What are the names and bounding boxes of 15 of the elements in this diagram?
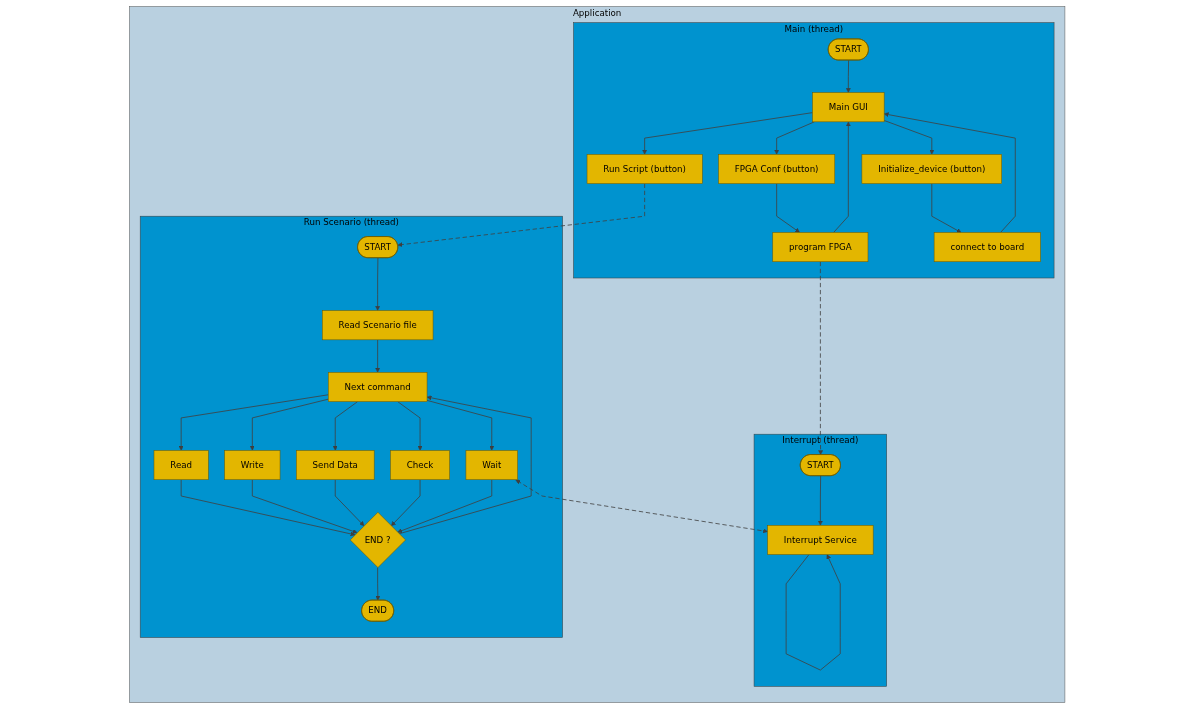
node-box: Send Data <box>295 450 375 480</box>
node-box: FPGA Conf (button) <box>718 154 835 184</box>
node-box: Check <box>390 450 450 480</box>
node-box: Initialize_device (button) <box>861 154 1002 184</box>
node-box: Main GUI <box>812 92 885 123</box>
node-box: Next command <box>327 372 428 402</box>
node-box: Run Script (button) <box>586 154 703 184</box>
node-box: Read Scenario file <box>321 310 434 341</box>
node-box: Interrupt Service <box>767 525 874 555</box>
node-box: Write <box>224 450 281 480</box>
node-box: program FPGA <box>772 232 869 262</box>
node-diamond: END ? <box>349 512 406 568</box>
node-box: Read <box>153 450 209 480</box>
node-box: connect to board <box>933 232 1041 262</box>
node-box: Wait <box>465 450 518 480</box>
